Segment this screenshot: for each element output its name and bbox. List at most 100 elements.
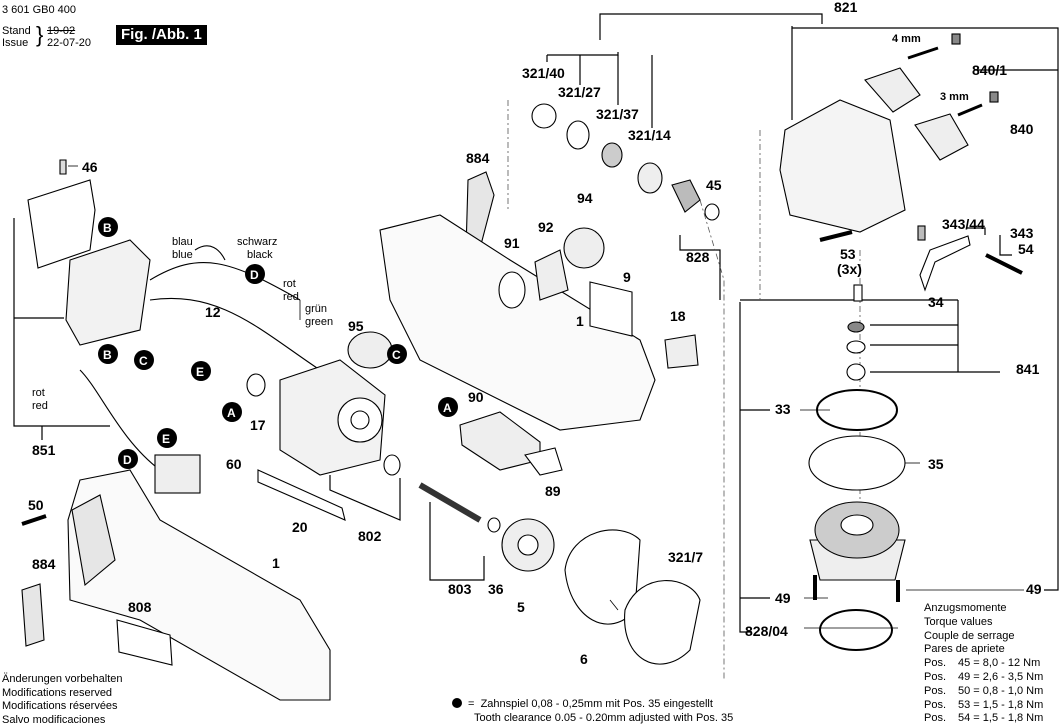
connector-B-2: B xyxy=(98,344,118,364)
bracket-803 xyxy=(429,502,485,581)
callout-53-qty: (3x) xyxy=(837,261,862,277)
rear-housing xyxy=(67,469,331,701)
torque-title-en: Torque values xyxy=(924,615,993,628)
connector-C-1: C xyxy=(134,350,154,370)
wire-label-black: black xyxy=(247,249,273,261)
pin-34 xyxy=(853,284,863,302)
callout-60: 60 xyxy=(226,456,242,472)
battery-plate xyxy=(27,179,96,269)
spring-840-1 xyxy=(951,33,961,45)
callout-92: 92 xyxy=(538,219,554,235)
callout-851: 851 xyxy=(32,442,56,458)
part-94 xyxy=(563,227,605,269)
callout-34: 34 xyxy=(928,294,944,310)
callout-95: 95 xyxy=(348,318,364,334)
ring-321-40 xyxy=(531,103,557,129)
callout-50: 50 xyxy=(28,497,44,513)
callout-828: 828 xyxy=(686,249,710,265)
bracket-821-top xyxy=(599,13,823,40)
bracket-828 xyxy=(679,235,721,300)
callout-54: 54 xyxy=(1018,241,1034,257)
svg-text:A: A xyxy=(443,401,452,415)
spring-343-44 xyxy=(917,225,926,241)
svg-text:D: D xyxy=(250,268,259,282)
callout-884-top: 884 xyxy=(466,150,490,166)
wire-label-gruen: grün xyxy=(305,303,327,315)
wire-label-schwarz: schwarz xyxy=(237,236,277,248)
torque-title-fr: Couple de serrage xyxy=(924,629,1015,642)
spring-46 xyxy=(59,159,67,175)
label-808 xyxy=(116,619,173,666)
callout-840: 840 xyxy=(1010,121,1034,137)
callout-808: 808 xyxy=(128,599,152,615)
callout-46: 46 xyxy=(82,159,98,175)
svg-text:E: E xyxy=(162,432,170,446)
svg-text:C: C xyxy=(392,348,401,362)
callout-49-left: 49 xyxy=(775,590,791,606)
screw-53 xyxy=(819,230,853,242)
notice-es: Salvo modificaciones xyxy=(2,713,106,726)
connector-B-1: B xyxy=(98,217,118,237)
front-housing xyxy=(379,214,656,431)
lock-button-840 xyxy=(914,113,969,161)
part-89 xyxy=(524,447,563,476)
svg-text:E: E xyxy=(196,365,204,379)
callout-91: 91 xyxy=(504,235,520,251)
connector-E-1: E xyxy=(191,361,211,381)
guard-321-7 xyxy=(624,580,701,665)
screw-54 xyxy=(985,253,1023,275)
stand-label: Stand xyxy=(2,25,31,37)
callout-90: 90 xyxy=(468,389,484,405)
connector-D-2: D xyxy=(118,449,138,469)
callout-321-37: 321/37 xyxy=(596,106,639,122)
grille-884-left xyxy=(21,583,45,647)
callout-803: 803 xyxy=(448,581,472,597)
callout-884-left: 884 xyxy=(32,556,56,572)
wire-label-blue: blue xyxy=(172,249,193,261)
torque-row: Pos.53 = 1,5 - 1,8 Nm xyxy=(924,698,1044,711)
callout-321-14: 321/14 xyxy=(628,127,671,143)
screw-50 xyxy=(21,514,47,526)
callout-321-7: 321/7 xyxy=(668,549,703,565)
notice-de: Änderungen vorbehalten xyxy=(2,673,123,685)
callout-20: 20 xyxy=(292,519,308,535)
callout-821: 821 xyxy=(834,0,858,15)
connector-C-2: C xyxy=(387,344,407,364)
switch xyxy=(154,454,201,494)
callout-33: 33 xyxy=(775,401,791,417)
bracket-343 xyxy=(966,227,1012,256)
o-ring-828-04 xyxy=(819,609,893,651)
bearing-17 xyxy=(246,373,266,397)
svg-text:B: B xyxy=(103,348,112,362)
dimension-3mm: 3 mm xyxy=(940,91,969,103)
issue-label: Issue xyxy=(2,37,29,49)
bracket-841 xyxy=(739,299,1000,633)
callout-45: 45 xyxy=(706,177,722,193)
modifications-notice: Änderungen vorbehalten Modifications res… xyxy=(2,673,122,727)
shim-35 xyxy=(808,435,906,491)
bracket-851 xyxy=(13,218,110,440)
callout-12: 12 xyxy=(205,304,221,320)
callout-18: 18 xyxy=(670,308,686,324)
nut-45 xyxy=(704,203,720,221)
connector-E-2: E xyxy=(157,428,177,448)
torque-title-de: Anzugsmomente xyxy=(924,602,1007,614)
motor xyxy=(279,359,386,476)
callout-841: 841 xyxy=(1016,361,1040,377)
notice-en: Modifications reserved xyxy=(2,686,113,699)
callout-36: 36 xyxy=(488,581,504,597)
torque-row: Pos.50 = 0,8 - 1,0 Nm xyxy=(924,684,1044,697)
note-symbol: = xyxy=(468,698,475,710)
callout-17: 17 xyxy=(250,417,266,433)
label-9 xyxy=(589,281,633,337)
bullet-icon xyxy=(452,698,462,708)
callout-343: 343 xyxy=(1010,225,1034,241)
wire-label-red: red xyxy=(283,291,299,303)
callout-1-front: 1 xyxy=(576,313,584,329)
callout-94: 94 xyxy=(577,190,593,206)
tooth-clearance-note: = Zahnspiel 0,08 - 0,25mm mit Pos. 35 ei… xyxy=(452,697,733,725)
pinion xyxy=(671,179,701,213)
bracket-821-right xyxy=(791,26,1059,591)
dimension-4mm: 4 mm xyxy=(892,33,921,45)
